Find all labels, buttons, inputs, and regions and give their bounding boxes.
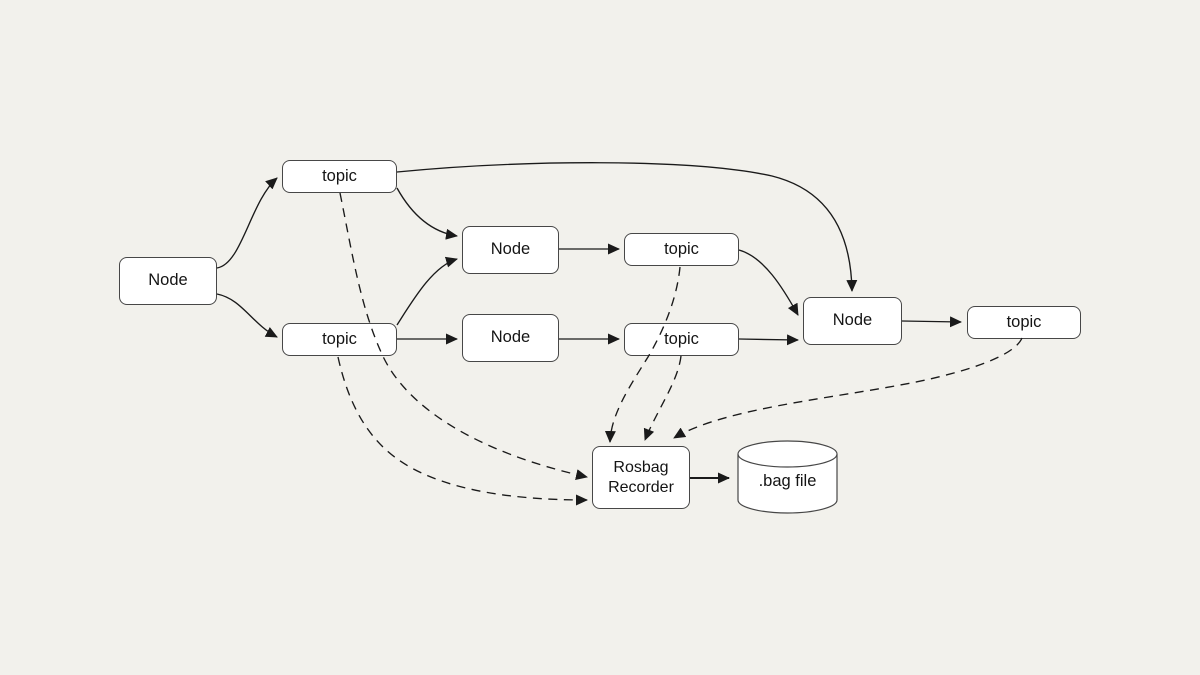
edge-node-right-to-topic-right xyxy=(901,316,962,328)
edge-topic-mid-bottom-to-rosbag-recorder xyxy=(643,355,682,441)
edge-topic-mid-bottom-to-node-right xyxy=(738,334,799,346)
topic-mid-left-box: topic xyxy=(282,323,397,356)
edge-node-left-to-topic-mid-left xyxy=(216,293,278,338)
edge-node-left-to-topic-top xyxy=(216,177,278,269)
topic-right-box: topic xyxy=(967,306,1081,339)
edge-topic-mid-left-to-rosbag-recorder xyxy=(337,356,588,506)
topic-mid-top-box: topic xyxy=(624,233,739,266)
bag-file-label: .bag file xyxy=(758,471,817,490)
edge-topic-top-to-node-mid-top xyxy=(396,187,458,240)
edge-topic-mid-top-to-node-right xyxy=(738,249,799,316)
rosbag-recorder-box: Rosbag Recorder xyxy=(592,446,690,509)
topic-mid-bottom-box: topic xyxy=(624,323,739,356)
node-left-box: Node xyxy=(119,257,217,305)
node-right-box: Node xyxy=(803,297,902,345)
edge-topic-mid-left-to-node-mid-top xyxy=(396,256,458,326)
topic-top-box: topic xyxy=(282,160,397,193)
node-mid-bottom-box: Node xyxy=(462,314,559,362)
node-mid-top-box: Node xyxy=(462,226,559,274)
